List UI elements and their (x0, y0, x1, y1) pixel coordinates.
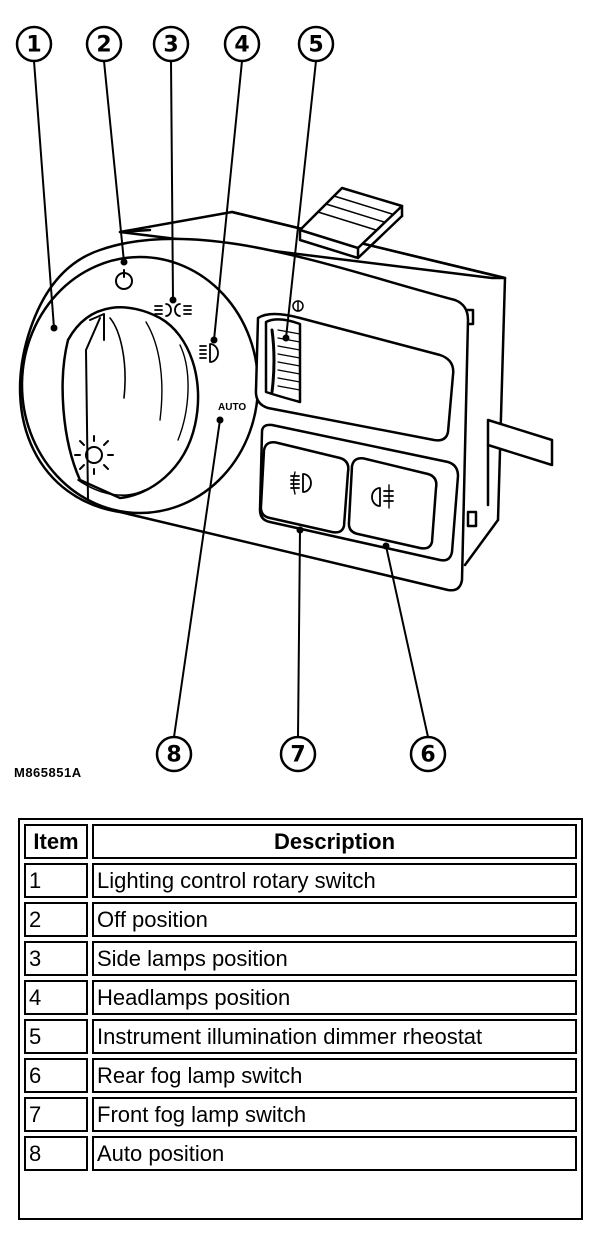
item-number: 4 (24, 980, 88, 1015)
table-row: 3 Side lamps position (24, 941, 577, 976)
item-number: 8 (24, 1136, 88, 1171)
item-number: 3 (24, 941, 88, 976)
description-column-header: Description (92, 824, 577, 859)
lower-tab (486, 418, 554, 507)
rear-fog-lamp-switch[interactable] (347, 457, 438, 550)
legend-header-row: Item Description (24, 824, 577, 859)
table-row: 2 Off position (24, 902, 577, 937)
rear-fog-icon (371, 484, 394, 509)
item-description: Headlamps position (92, 980, 577, 1015)
leader-lines (33, 60, 429, 738)
item-number: 5 (24, 1019, 88, 1054)
table-row: 8 Auto position (24, 1136, 577, 1171)
callout-8-label: 8 (166, 743, 181, 768)
callout-5-label: 5 (308, 33, 323, 58)
callout-4-label: 4 (234, 33, 249, 58)
item-number: 2 (24, 902, 88, 937)
front-fog-icon (290, 471, 312, 495)
leader-dots (50, 258, 390, 550)
housing-clip (466, 510, 478, 528)
item-description: Lighting control rotary switch (92, 863, 577, 898)
connector-tab (298, 186, 404, 260)
lighting-switch-diagram: 1 2 3 4 5 6 7 8 AUTO M865851A (14, 25, 554, 780)
item-number: 1 (24, 863, 88, 898)
callout-3-label: 3 (163, 33, 178, 58)
item-number: 6 (24, 1058, 88, 1093)
item-description: Front fog lamp switch (92, 1097, 577, 1132)
item-column-header: Item (24, 824, 88, 859)
dimmer-rheostat[interactable] (254, 312, 455, 442)
table-row: 5 Instrument illumination dimmer rheosta… (24, 1019, 577, 1054)
item-number: 7 (24, 1097, 88, 1132)
callout-7-label: 7 (290, 743, 305, 768)
rotary-switch-knob[interactable] (61, 306, 200, 501)
side-lamps-icon (154, 303, 192, 317)
front-fog-lamp-switch[interactable] (259, 441, 350, 534)
dimmer-icon (292, 300, 304, 312)
table-row: 7 Front fog lamp switch (24, 1097, 577, 1132)
item-description: Rear fog lamp switch (92, 1058, 577, 1093)
auto-position-label: AUTO (218, 402, 246, 413)
table-row: 1 Lighting control rotary switch (24, 863, 577, 898)
callout-6-label: 6 (420, 743, 435, 768)
item-description: Off position (92, 902, 577, 937)
item-description: Auto position (92, 1136, 577, 1171)
callout-1-label: 1 (26, 33, 41, 58)
off-position-icon (115, 269, 133, 290)
item-description: Instrument illumination dimmer rheostat (92, 1019, 577, 1054)
table-row: 4 Headlamps position (24, 980, 577, 1015)
headlamp-icon (199, 343, 219, 363)
interior-light-icon (74, 435, 114, 475)
callout-2-label: 2 (96, 33, 111, 58)
figure-reference-code: M865851A (14, 765, 82, 780)
item-description: Side lamps position (92, 941, 577, 976)
legend-table: Item Description 1 Lighting control rota… (18, 818, 583, 1220)
table-row: 6 Rear fog lamp switch (24, 1058, 577, 1093)
